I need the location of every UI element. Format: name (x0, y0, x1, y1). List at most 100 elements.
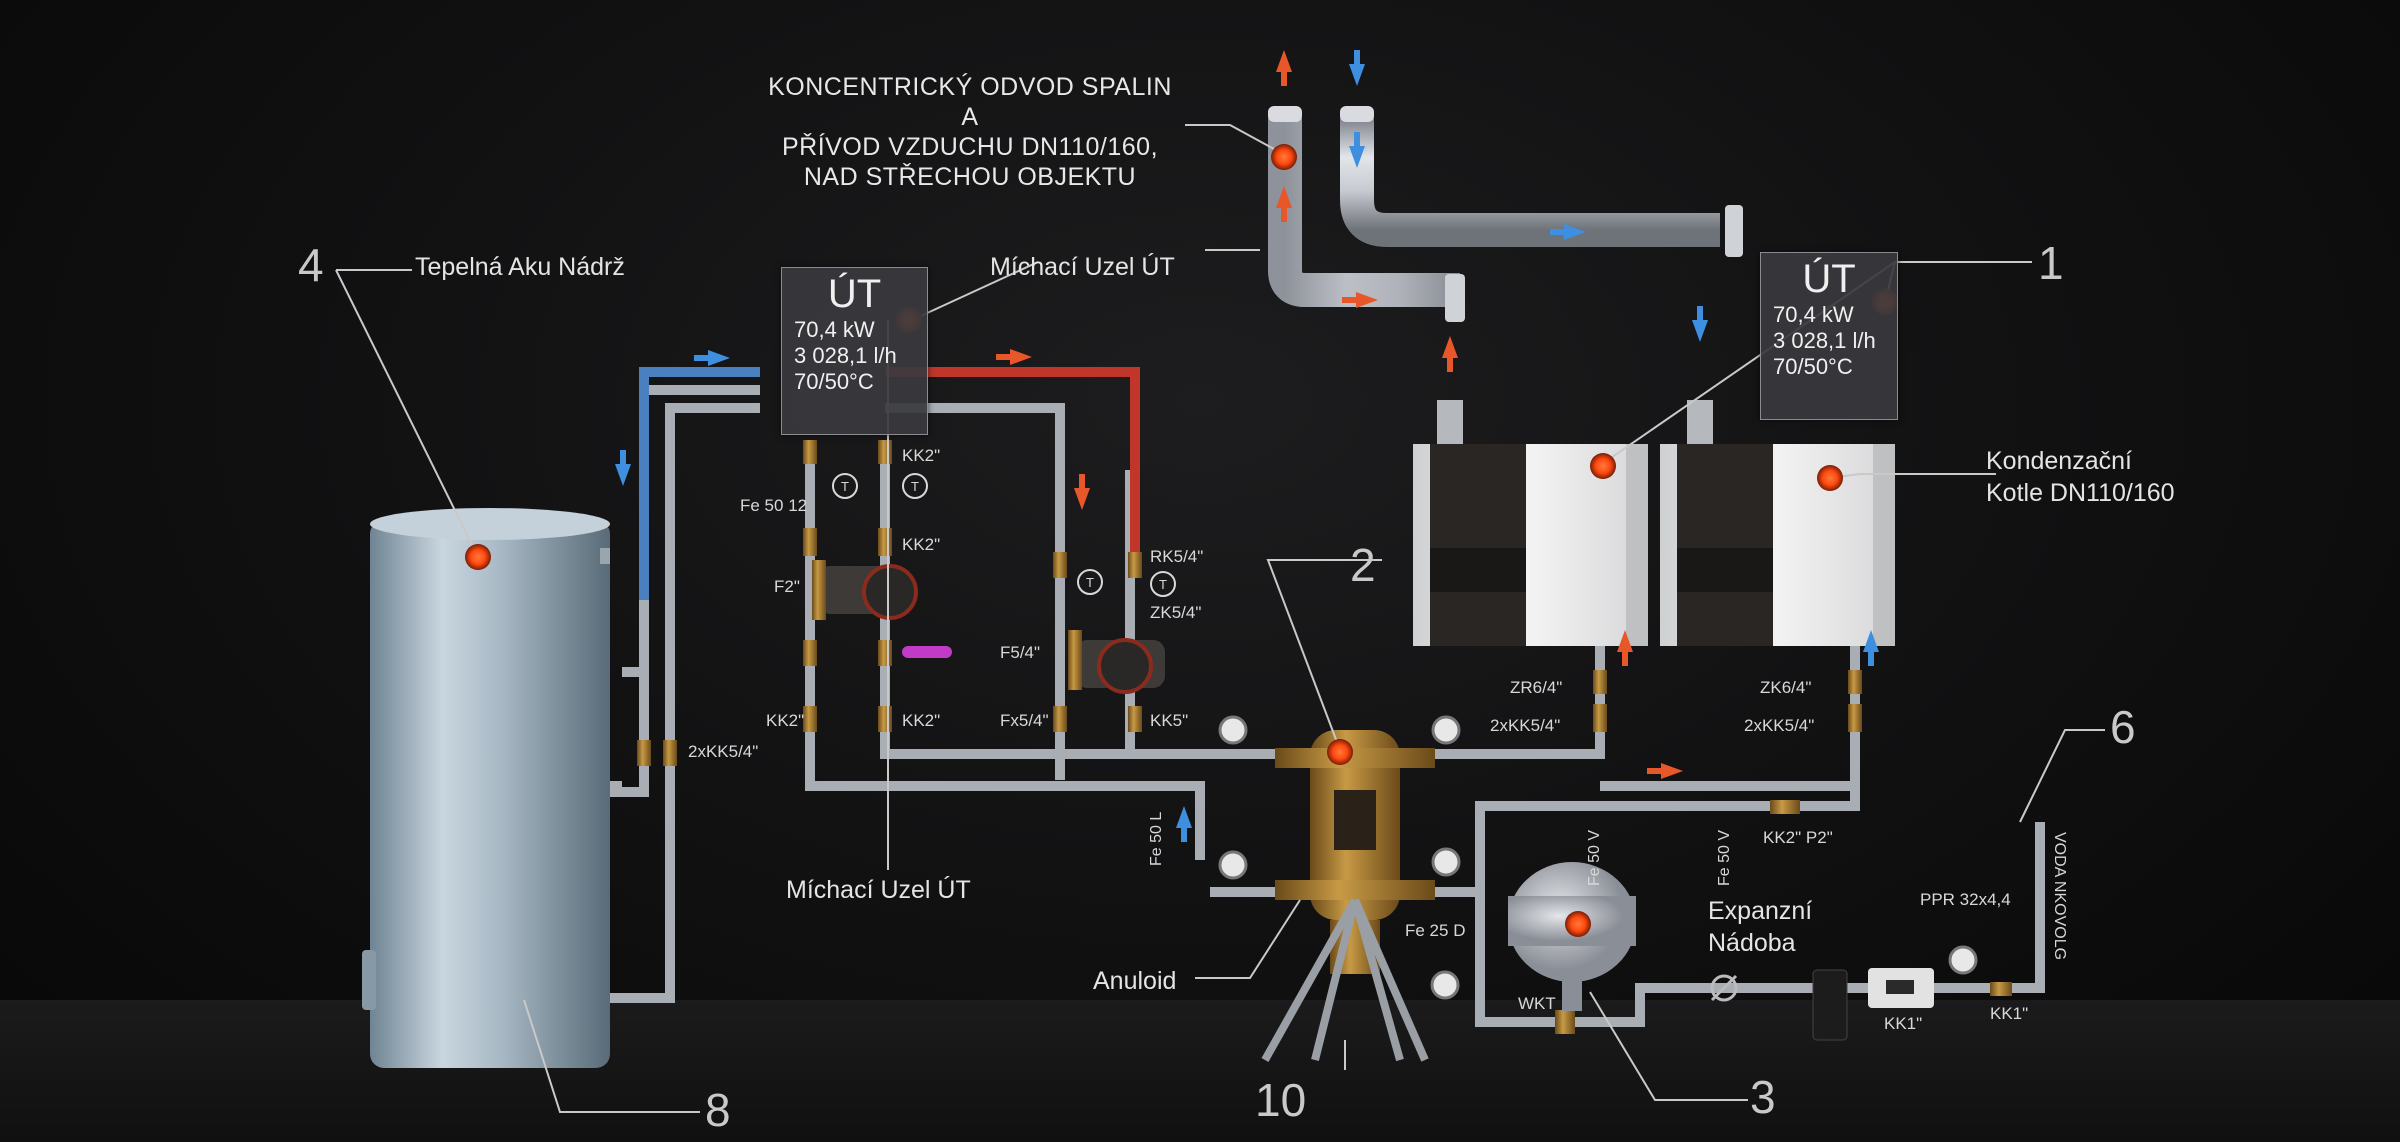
flue-right-adapter (1687, 400, 1713, 444)
mixing-actuator (902, 646, 952, 658)
panel-temp: 70/50°C (1773, 354, 1853, 379)
tank-label: Tepelná Aku Nádrž (415, 253, 625, 281)
panel-title: ÚT (1802, 257, 1856, 301)
callout-number-6: 6 (2110, 701, 2136, 753)
callout-number-1: 1 (2038, 237, 2064, 289)
boilers-label-line2: Kotle DN110/160 (1986, 479, 2175, 507)
flue-label-line3: NAD STŘECHOU OBJEKTU (803, 163, 1137, 191)
pressure-gauge-icon (1218, 850, 1248, 880)
flow-arrows (615, 50, 1879, 842)
panel-flow: 3 028,1 l/h (794, 343, 897, 368)
flue-left-outlet (1268, 106, 1302, 122)
pressure-gauge-icon (1431, 847, 1461, 877)
thermometer-icon (902, 473, 928, 499)
mixing-node-label-top: Míchací Uzel ÚT (990, 253, 1175, 281)
hotspot-marker-icon (1565, 911, 1591, 937)
valve-label-kk2-p2: KK2" P2" (1763, 828, 1833, 848)
valve-label-p2: P2" (1805, 828, 1833, 847)
valve-label-kk2: KK2" (1763, 828, 1802, 847)
pipe-label-fe50v-a: Fe 50 V (1586, 829, 1603, 886)
valve-label-kk5: KK5" (1150, 711, 1189, 730)
callout-number-8: 8 (705, 1084, 731, 1136)
flue-left-adapter (1437, 400, 1463, 444)
svg-text:T: T (911, 479, 919, 494)
callout-number-2: 2 (1350, 539, 1376, 591)
tank-valves-label: 2xKK5/4" (688, 742, 759, 761)
hotspot-marker-icon (1327, 739, 1353, 765)
flue-right-cap (1725, 205, 1743, 257)
flue-pipe-right-elbow (1340, 118, 1720, 247)
thermometers (832, 473, 1176, 597)
expansion-vessel (1508, 862, 1636, 1011)
pressure-gauge-icon (1218, 715, 1248, 745)
expansion-label-line1: Expanzní (1708, 897, 1813, 925)
valve-label-kk2-d: KK2" (902, 711, 941, 730)
flue-right-outlet (1340, 106, 1374, 122)
info-panel-mixing: ÚT 70,4 kW 3 028,1 l/h 70/50°C (781, 267, 928, 435)
panel-title: ÚT (827, 272, 882, 316)
valve-label-f2: F2" (774, 577, 800, 596)
pipe-label-voda: VODA NKOVOLG (2051, 832, 2068, 961)
panel-power: 70,4 kW (1773, 302, 1854, 327)
valve-label-kk2-c: KK2" (766, 711, 805, 730)
pressure-gauge-icon (1948, 945, 1978, 975)
pipe-label-fe50-12: Fe 50 12 (740, 496, 808, 515)
valve-label-kk1-a: KK1" (1884, 1014, 1923, 1033)
pipe-label-fe50v-b: Fe 50 V (1716, 829, 1733, 886)
panel-flow: 3 028,1 l/h (1773, 328, 1876, 353)
valve-label-kk54-left: 2xKK5/4" (1490, 716, 1561, 735)
panel-power: 70,4 kW (794, 317, 875, 342)
valve-label-kk2-b: KK2" (902, 535, 941, 554)
valve-label-kk2-a: KK2" (902, 446, 941, 465)
pressure-gauges (1218, 715, 1978, 1000)
valve-label-kk1-b: KK1" (1990, 1004, 2029, 1023)
expansion-label-line2: Nádoba (1708, 929, 1796, 957)
hotspot-marker-icon (1590, 453, 1616, 479)
mixing-node-label-bottom: Míchací Uzel ÚT (786, 876, 971, 904)
pipe-label-fe25d: Fe 25 D (1405, 921, 1466, 940)
info-panel-boilers: ÚT 70,4 kW 3 028,1 l/h 70/50°C (1760, 252, 1898, 420)
steel-pipes (610, 385, 2045, 1027)
thermometer-icon (1150, 571, 1176, 597)
callout-lines (335, 124, 2105, 1113)
valve-label-zk54: ZK5/4" (1150, 603, 1202, 622)
svg-text:T: T (841, 479, 849, 494)
thermometer-icon (832, 473, 858, 499)
hot-pipe (885, 367, 1140, 560)
boilers-label-line1: Kondenzační (1986, 447, 2132, 475)
hotspot-marker-icon (1817, 465, 1843, 491)
valve-label-fx54: Fx5/4" (1000, 711, 1049, 730)
pipe-label-fe50l: Fe 50 L (1148, 811, 1165, 866)
flue-label: KONCENTRICKÝ ODVOD SPALIN A PŘÍVOD VZDUC… (760, 72, 1180, 192)
pump-right (1068, 630, 1165, 694)
accumulation-tank (362, 508, 610, 1068)
hotspot-marker-icon (465, 544, 491, 570)
valve-label-rk54: RK5/4" (1150, 547, 1204, 566)
svg-text:T: T (1159, 577, 1167, 592)
valve-label-zr64: ZR6/4" (1510, 678, 1563, 697)
pump-left (812, 560, 918, 620)
anuloid-separator (1261, 730, 1435, 1062)
pipe-label-wkt: WKT (1518, 994, 1556, 1013)
callout-number-10: 10 (1255, 1074, 1307, 1126)
anuloid-label: Anuloid (1093, 967, 1177, 995)
flue-label-line1: KONCENTRICKÝ ODVOD SPALIN A (768, 73, 1172, 131)
brass-valves (637, 440, 2012, 1034)
valve-label-kk54-right: 2xKK5/4" (1744, 716, 1815, 735)
flue-label-line2: PŘÍVOD VZDUCHU DN110/160, (781, 133, 1159, 161)
pressure-gauge-icon (1430, 970, 1460, 1000)
valve-label-zk64: ZK6/4" (1760, 678, 1812, 697)
flue-pipes (1268, 106, 1743, 444)
boiler-right (1660, 444, 1895, 646)
pipe-label-ppr: PPR 32x4,4 (1920, 890, 2011, 909)
svg-text:T: T (1086, 575, 1094, 590)
valve-label-f54: F5/4" (1000, 643, 1041, 662)
water-meter (1710, 968, 1934, 1041)
boiler-left (1413, 444, 1648, 646)
pressure-gauge-icon (1431, 715, 1461, 745)
thermometer-icon (1077, 569, 1103, 595)
callout-number-4: 4 (298, 239, 324, 291)
panel-temp: 70/50°C (794, 369, 874, 394)
